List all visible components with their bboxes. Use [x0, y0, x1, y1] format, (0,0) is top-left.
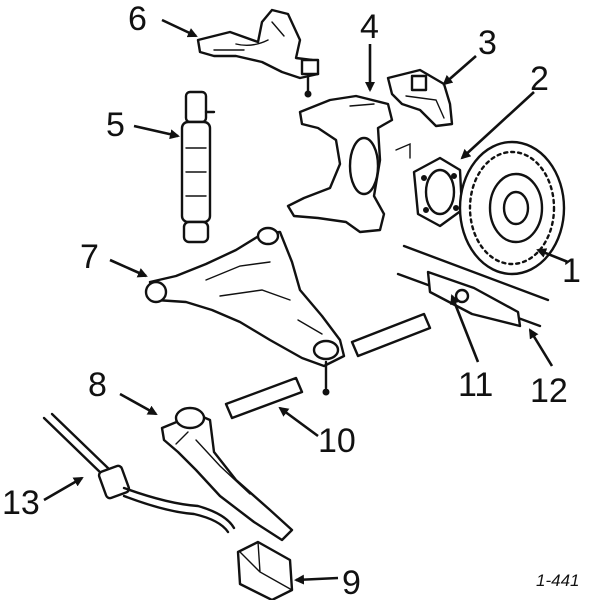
- callout-13: 13: [2, 484, 40, 522]
- callout-10: 10: [318, 422, 356, 460]
- brake-caliper: [386, 68, 454, 128]
- torsion-bar-front: [350, 312, 432, 358]
- arrow-6: [161, 18, 198, 38]
- brake-rotor: [458, 140, 566, 276]
- arrow-10: [278, 406, 319, 438]
- callout-4: 4: [360, 8, 379, 46]
- arrow-13: [43, 476, 84, 502]
- arrow-12: [528, 328, 554, 367]
- torsion-bar-rear: [224, 376, 304, 420]
- steering-knuckle: [286, 94, 411, 234]
- arrow-2: [460, 91, 535, 160]
- arrow-7: [109, 258, 148, 278]
- callout-arrows: [43, 18, 569, 585]
- insulator-bushing: [236, 540, 294, 600]
- callout-2: 2: [530, 60, 549, 98]
- torsion-bar-support: [160, 406, 294, 542]
- arrow-3: [442, 55, 477, 86]
- arrow-8: [119, 392, 158, 416]
- callout-12: 12: [530, 372, 568, 410]
- callout-5: 5: [106, 106, 125, 144]
- shock-absorber: [180, 90, 216, 244]
- callout-6: 6: [128, 0, 147, 38]
- lower-control-arm: [144, 226, 346, 396]
- upper-control-arm: [196, 8, 320, 98]
- callout-11: 11: [458, 366, 493, 404]
- callout-7: 7: [80, 238, 99, 276]
- callout-9: 9: [342, 564, 361, 600]
- stabilizer-bar: [42, 412, 236, 534]
- callout-8: 8: [88, 366, 107, 404]
- callout-1: 1: [562, 252, 581, 290]
- figure-code: 1-441: [536, 571, 579, 590]
- arrow-9: [294, 574, 339, 585]
- arrow-1: [536, 248, 569, 264]
- arrow-11: [450, 294, 480, 363]
- callout-3: 3: [478, 24, 497, 62]
- wheel-hub: [412, 156, 464, 228]
- arrow-5: [133, 124, 180, 140]
